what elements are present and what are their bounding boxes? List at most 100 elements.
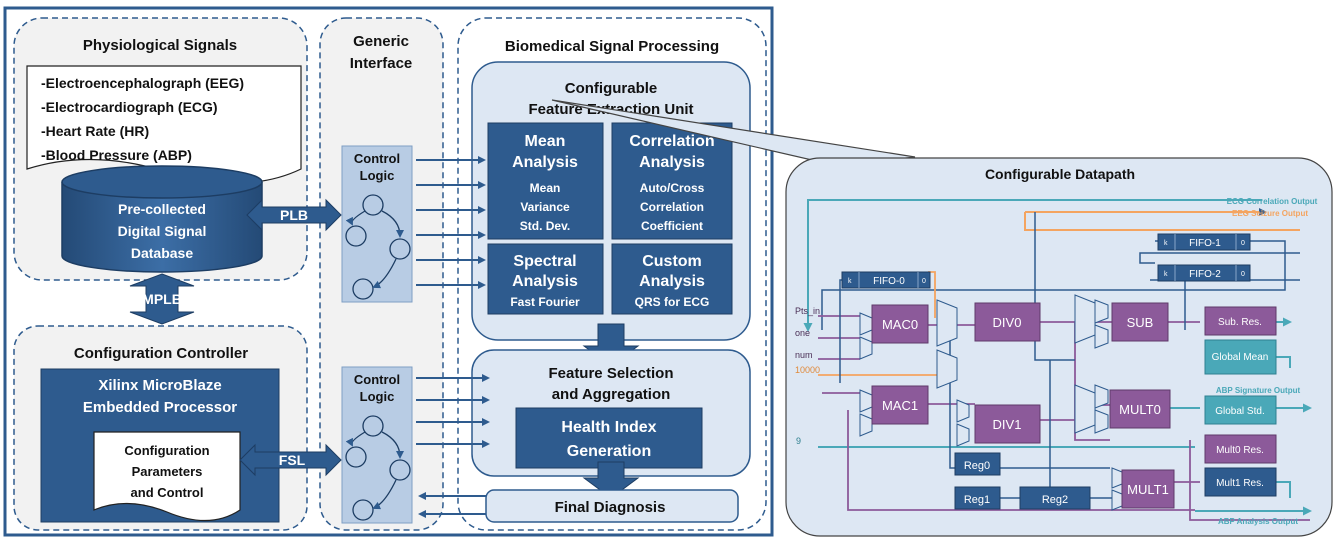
mux-icon: [1094, 299, 1109, 324]
fifo-2-k: k: [1164, 271, 1168, 278]
mult0-label: MULT0: [1119, 402, 1161, 417]
fifo-2-zero: 0: [1241, 271, 1245, 278]
mux-icon: [859, 336, 873, 360]
control-signal-arrows-bottom: [416, 374, 490, 518]
datapath-title: Configurable Datapath: [985, 166, 1135, 182]
mean-analysis-unit: [487, 122, 604, 240]
abp-signature-output-label: ABP Signature Output: [1216, 386, 1301, 395]
input-10000: 10000: [795, 365, 820, 375]
control-logic-bottom: Control Logic: [341, 366, 413, 524]
custom-analysis-title-line2: Analysis: [639, 273, 705, 290]
input-one: one: [795, 328, 810, 338]
control-logic-bottom-line1: Control: [354, 372, 400, 387]
plb-bus: PLB: [246, 198, 342, 232]
spectral-analysis-title-line1: Spectral: [513, 253, 576, 270]
config-params-line2: Parameters: [132, 464, 203, 479]
final-diagnosis-label: Final Diagnosis: [555, 499, 666, 516]
biomedical-signal-processing-panel: Biomedical Signal Processing Configurabl…: [457, 17, 767, 531]
database-label-line3: Database: [131, 245, 193, 261]
fsm-state-icon: [352, 278, 374, 300]
mult1-result-label: Mult1 Res.: [1216, 478, 1264, 489]
multiplexers: [859, 294, 1123, 511]
config-params-line1: Configuration: [124, 443, 209, 458]
fifo-0-zero: 0: [922, 278, 926, 285]
spectral-analysis-sub: Fast Fourier: [510, 295, 580, 309]
health-index-line1: Health Index: [561, 419, 656, 436]
reg2-label: Reg2: [1042, 494, 1068, 506]
database-label-line2: Digital Signal: [118, 223, 207, 239]
generic-title-line1: Generic: [353, 33, 409, 50]
generic-title-line2: Interface: [350, 55, 413, 72]
fifo-1: k 0 FIFO-1: [1157, 233, 1251, 251]
eeg-seizure-output-label: EEG Seizure Output: [1232, 209, 1308, 218]
mux-icon: [1094, 324, 1109, 349]
processor-line2: Embedded Processor: [83, 399, 237, 416]
mux-icon: [1074, 384, 1096, 434]
mean-analysis-sub1: Mean: [530, 181, 561, 195]
mac1-block: MAC1: [871, 385, 929, 425]
fifo-1-k: k: [1164, 240, 1168, 247]
fifo-1-label: FIFO-1: [1189, 238, 1221, 249]
mac0-block: MAC0: [871, 304, 929, 344]
mean-analysis-sub2: Variance: [520, 200, 570, 214]
processor-line1: Xilinx MicroBlaze: [98, 377, 221, 394]
health-index-generation-block: [515, 407, 703, 469]
correlation-analysis-sub3: Coefficient: [641, 219, 703, 233]
fifo-1-zero: 0: [1241, 240, 1245, 247]
mac1-label: MAC1: [882, 398, 918, 413]
config-params-line3: and Control: [131, 485, 204, 500]
global-std-block: Global Std.: [1204, 395, 1277, 425]
div1-label: DIV1: [993, 417, 1022, 432]
feature-selection-line1: Feature Selection: [548, 365, 673, 382]
datapath-wires: [803, 199, 1312, 521]
bsp-title: Biomedical Signal Processing: [505, 38, 719, 55]
reg2-block: Reg2: [1019, 486, 1091, 510]
fifo-0-k: k: [848, 278, 852, 285]
input-num: num: [795, 350, 813, 360]
fifo-0-label: FIFO-0: [873, 276, 905, 287]
control-logic-bottom-line2: Logic: [360, 389, 395, 404]
correlation-analysis-sub1: Auto/Cross: [640, 181, 705, 195]
feu-title-line1: Configurable: [565, 80, 658, 97]
reg0-block: Reg0: [954, 452, 1001, 476]
global-mean-block: Global Mean: [1204, 339, 1277, 375]
fsl-label: FSL: [279, 452, 306, 468]
mux-icon: [936, 299, 958, 347]
fsl-bus: FSL: [239, 443, 342, 477]
signal-abp: -Blood Pressure (ABP): [41, 147, 192, 163]
input-pts-in: Pts_in: [795, 306, 820, 316]
signal-hr: -Heart Rate (HR): [41, 123, 149, 139]
mac0-label: MAC0: [882, 317, 918, 332]
fsm-state-icon: [362, 194, 384, 216]
custom-analysis-unit: [611, 243, 733, 315]
fsm-state-icon: [389, 459, 411, 481]
control-logic-top: Control Logic: [341, 145, 413, 303]
mux-icon: [1111, 467, 1123, 489]
database-label-line1: Pre-collected: [118, 201, 206, 217]
mean-analysis-title-line2: Analysis: [512, 154, 578, 171]
configuration-controller-panel: Configuration Controller Xilinx MicroBla…: [13, 325, 308, 531]
reg1-block: Reg1: [954, 486, 1001, 510]
signal-ecg: -Electrocardiograph (ECG): [41, 99, 218, 115]
config-params-document: [93, 431, 241, 522]
mult0-result-label: Mult0 Res.: [1216, 445, 1264, 456]
feature-selection-line2: and Aggregation: [552, 386, 671, 403]
div0-label: DIV0: [993, 315, 1022, 330]
mult0-result-block: Mult0 Res.: [1204, 434, 1277, 464]
database-cylinder: Pre-collected Digital Signal Database: [61, 165, 263, 273]
ecg-correlation-output-label: ECG Correlation Output: [1227, 197, 1318, 206]
mux-icon: [1094, 384, 1109, 409]
div0-block: DIV0: [974, 302, 1041, 342]
spectral-analysis-unit: [487, 243, 604, 315]
fifo-0: k 0 FIFO-0: [841, 271, 931, 289]
fsm-state-icon: [352, 499, 374, 521]
mux-icon: [936, 349, 958, 389]
sub-result-block: Sub. Res.: [1204, 306, 1277, 336]
reg1-label: Reg1: [964, 494, 990, 506]
health-index-line2: Generation: [567, 443, 651, 460]
global-mean-label: Global Mean: [1212, 352, 1269, 363]
correlation-analysis-unit: [611, 122, 733, 240]
control-logic-top-line2: Logic: [360, 168, 395, 183]
mux-icon: [956, 423, 970, 447]
